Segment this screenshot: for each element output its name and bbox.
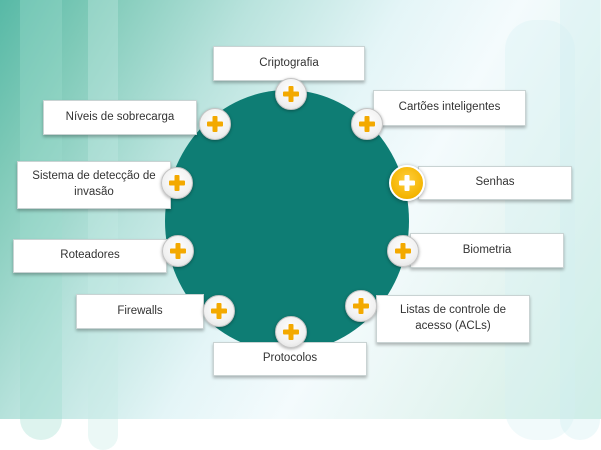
plus-icon bbox=[200, 109, 230, 139]
card-sistema-de-deteccao-de-invasao[interactable]: Sistema de detecção de invasão bbox=[17, 161, 171, 209]
decorative-stripe bbox=[20, 0, 62, 440]
plus-icon bbox=[163, 236, 193, 266]
plus-icon bbox=[276, 317, 306, 347]
expand-listas-de-controle-de-acesso-button[interactable] bbox=[345, 290, 377, 322]
plus-icon bbox=[352, 109, 382, 139]
card-criptografia[interactable]: Criptografia bbox=[213, 46, 365, 81]
plus-icon bbox=[204, 296, 234, 326]
decorative-stripe bbox=[560, 0, 600, 440]
card-biometria[interactable]: Biometria bbox=[410, 233, 564, 268]
expand-sistema-de-deteccao-de-invasao-button[interactable] bbox=[161, 167, 193, 199]
card-senhas[interactable]: Senhas bbox=[418, 166, 572, 200]
card-cartoes-inteligentes[interactable]: Cartões inteligentes bbox=[373, 90, 526, 126]
expand-biometria-button[interactable] bbox=[387, 235, 419, 267]
card-label: Cartões inteligentes bbox=[398, 101, 501, 114]
card-label: Níveis de sobrecarga bbox=[65, 110, 175, 123]
card-label: Roteadores bbox=[60, 249, 120, 262]
card-roteadores[interactable]: Roteadores bbox=[13, 239, 167, 273]
card-label: Firewalls bbox=[117, 304, 163, 317]
card-firewalls[interactable]: Firewalls bbox=[76, 294, 204, 329]
card-listas-de-controle-de-acesso[interactable]: Listas de controle de acesso (ACLs) bbox=[376, 295, 530, 343]
expand-protocolos-button[interactable] bbox=[275, 316, 307, 348]
expand-niveis-de-sobrecarga-button[interactable] bbox=[199, 108, 231, 140]
expand-roteadores-button[interactable] bbox=[162, 235, 194, 267]
plus-icon bbox=[391, 167, 423, 199]
card-label: Senhas bbox=[475, 176, 515, 189]
card-label: Sistema de detecção de invasão bbox=[32, 170, 156, 198]
card-label: Biometria bbox=[462, 243, 512, 256]
plus-icon bbox=[388, 236, 418, 266]
card-label: Listas de controle de acesso (ACLs) bbox=[399, 304, 507, 332]
expand-criptografia-button[interactable] bbox=[275, 78, 307, 110]
expand-cartoes-inteligentes-button[interactable] bbox=[351, 108, 383, 140]
expand-senhas-button[interactable] bbox=[389, 165, 425, 201]
card-label: Criptografia bbox=[259, 56, 319, 69]
card-label: Protocolos bbox=[262, 352, 318, 365]
plus-icon bbox=[162, 168, 192, 198]
plus-icon bbox=[276, 79, 306, 109]
plus-icon bbox=[346, 291, 376, 321]
expand-firewalls-button[interactable] bbox=[203, 295, 235, 327]
decorative-stripe bbox=[88, 0, 118, 450]
card-niveis-de-sobrecarga[interactable]: Níveis de sobrecarga bbox=[43, 100, 197, 135]
